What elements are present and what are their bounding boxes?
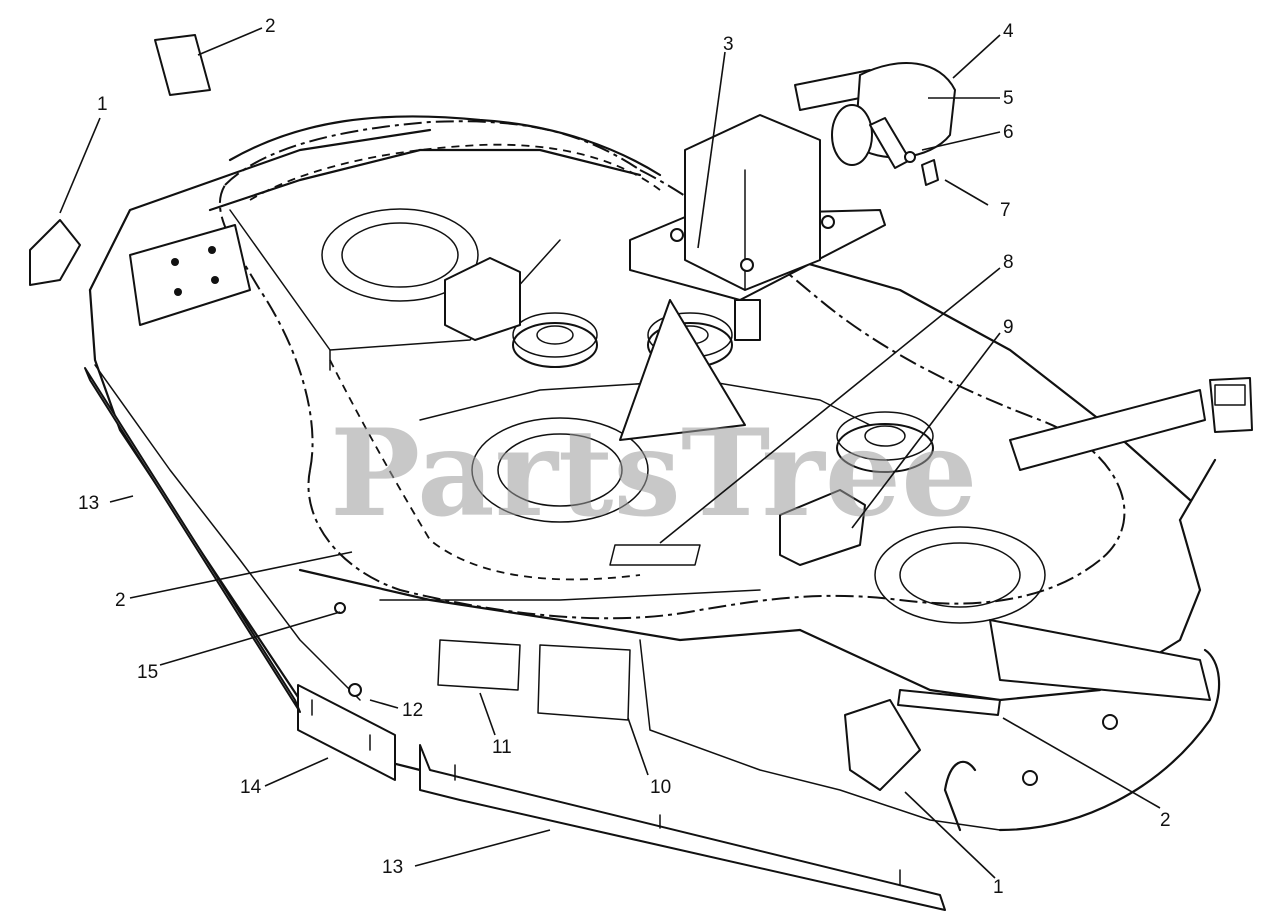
callout-11: 11 bbox=[492, 737, 512, 758]
callout-2: 2 bbox=[1160, 810, 1171, 831]
mower-deck-housing bbox=[88, 115, 1221, 832]
deflector-bar bbox=[989, 377, 1253, 701]
electric-clutch-motor bbox=[794, 62, 956, 169]
callout-14: 14 bbox=[240, 777, 262, 798]
hardware-bolts bbox=[334, 215, 1118, 786]
callout-5: 5 bbox=[1003, 88, 1014, 109]
callout-12: 12 bbox=[402, 700, 423, 721]
callout-4: 4 bbox=[1003, 21, 1014, 42]
callout-2: 2 bbox=[265, 16, 276, 37]
belt-guard bbox=[444, 257, 521, 341]
callout-13: 13 bbox=[78, 493, 99, 514]
callout-8: 8 bbox=[1003, 252, 1014, 273]
watermark-text: PartsTree bbox=[330, 403, 977, 544]
gearbox-assembly bbox=[629, 114, 886, 341]
left-deflector-bracket bbox=[129, 224, 251, 326]
callout-10: 10 bbox=[650, 777, 671, 798]
leader-lines bbox=[59, 27, 1161, 879]
pulleys bbox=[512, 312, 934, 473]
callout-1: 1 bbox=[993, 877, 1004, 898]
callout-1: 1 bbox=[97, 94, 108, 115]
bolt-parts bbox=[904, 151, 939, 186]
callout-9: 9 bbox=[1003, 317, 1014, 338]
callout-2: 2 bbox=[115, 590, 126, 611]
callout-6: 6 bbox=[1003, 122, 1014, 143]
callout-13: 13 bbox=[382, 857, 403, 878]
spindle-openings bbox=[321, 208, 1046, 624]
front-cover bbox=[779, 489, 866, 566]
idler-plate bbox=[619, 299, 746, 441]
skid-strips bbox=[84, 367, 946, 911]
callout-3: 3 bbox=[723, 34, 734, 55]
callout-7: 7 bbox=[1000, 200, 1011, 221]
callout-15: 15 bbox=[137, 662, 158, 683]
